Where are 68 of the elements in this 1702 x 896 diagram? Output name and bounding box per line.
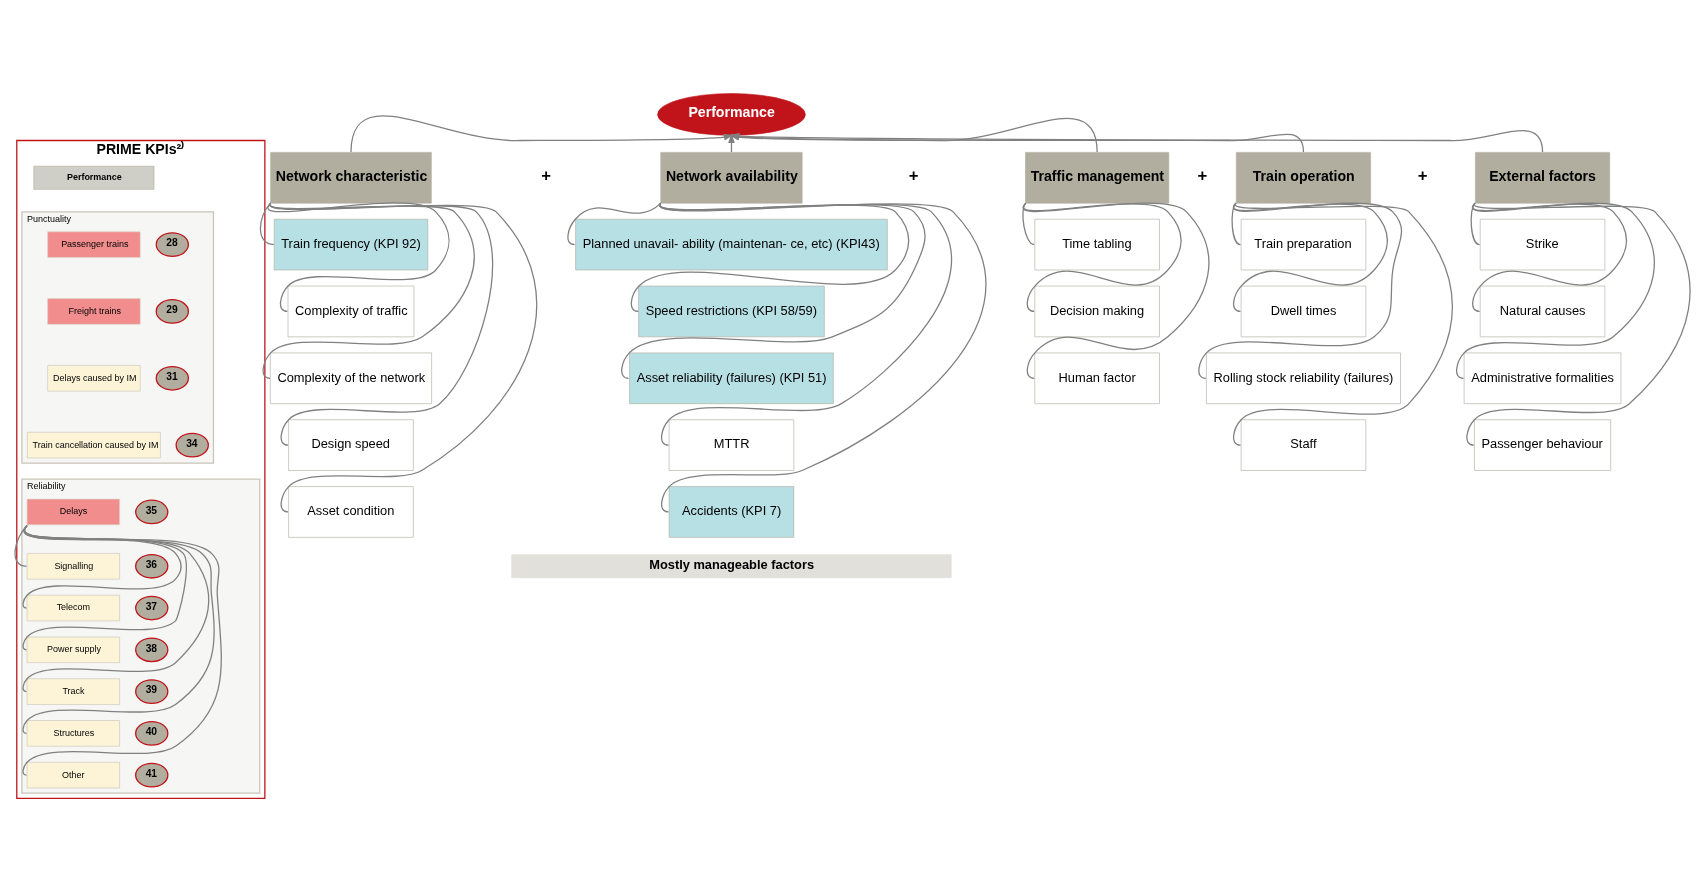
node-box: Train preparation [1240, 218, 1367, 270]
connector [270, 202, 494, 446]
node-box: Train operation [1236, 151, 1371, 203]
node-box: Rolling stock reliability (failures) [1206, 352, 1401, 404]
node-box: Train frequency (KPI 92) [273, 218, 429, 270]
node-ellipse: Performance [657, 92, 806, 136]
node-box: Accidents (KPI 7) [668, 485, 795, 538]
node-box: Staff [1240, 418, 1367, 471]
node-box: Traffic management [1025, 151, 1170, 203]
connector [1022, 202, 1182, 312]
node-ellipse: 39 [135, 678, 169, 704]
node-ellipse: 35 [135, 499, 169, 524]
node-box: Delays [26, 498, 120, 525]
connector [567, 202, 662, 245]
node-box: Asset condition [288, 485, 414, 538]
node-box: Strike [1479, 218, 1606, 270]
node-ellipse: 40 [135, 720, 169, 746]
node-box: Network characteristic [270, 151, 432, 203]
node-ellipse: 38 [135, 636, 169, 662]
node-box: Power supply [26, 636, 120, 663]
node-box: Complexity of traffic [287, 285, 415, 337]
node-box: Track [26, 677, 120, 705]
node-box: Delays caused by IM [47, 364, 141, 391]
node-box: Train cancellation caused by IM [27, 431, 161, 458]
connector [1455, 202, 1655, 379]
label: + [908, 165, 919, 185]
node-box: Mostly manageable factors [511, 553, 952, 578]
connector [1022, 202, 1035, 245]
node-ellipse: 34 [175, 432, 209, 457]
node-box: Decision making [1034, 285, 1160, 337]
node-ellipse: 37 [135, 595, 169, 620]
node-box: Passenger behaviour [1474, 418, 1611, 471]
node-box: External factors [1475, 151, 1611, 203]
node-ellipse: 36 [135, 553, 169, 579]
node-ellipse: 28 [155, 231, 190, 257]
node-box: Human factor [1034, 352, 1160, 404]
node-box: Time tabling [1034, 218, 1160, 270]
connector [22, 524, 222, 776]
node-box: Network availability [660, 151, 803, 203]
node-ellipse: 31 [155, 365, 190, 391]
connector [660, 202, 987, 513]
node-box: Asset reliability (failures) (KPI 51) [629, 352, 834, 404]
connector [1472, 202, 1627, 312]
node-box: Administrative formalities [1463, 352, 1622, 404]
node-ellipse: 29 [155, 298, 190, 324]
connector [1232, 202, 1388, 312]
node-box: Dwell times [1240, 285, 1367, 337]
node-box: Freight trains [47, 297, 141, 325]
node-box: Signalling [26, 552, 120, 579]
node-box: Natural causes [1479, 285, 1606, 337]
node-box: Structures [26, 719, 120, 747]
node-box: Other [26, 761, 120, 788]
node-box: Passenger trains [47, 230, 141, 258]
connector [660, 202, 952, 446]
label: + [1417, 165, 1428, 185]
node-box: Performance [33, 165, 155, 190]
connector [1466, 202, 1691, 446]
node-box: MTTR [668, 418, 795, 471]
node-box: Design speed [288, 418, 414, 471]
label: + [1197, 165, 1208, 185]
node-box: Telecom [26, 594, 120, 621]
label: + [541, 165, 551, 185]
node-box: Planned unavail- ability (maintenan- ce, etc) (KPI43) [575, 218, 888, 270]
node-box: Speed restrictions (KPI 58/59) [638, 285, 825, 337]
connector [267, 201, 450, 312]
node-ellipse: 41 [135, 762, 169, 788]
connector [630, 202, 910, 312]
node-box: Complexity of the network [270, 352, 432, 404]
